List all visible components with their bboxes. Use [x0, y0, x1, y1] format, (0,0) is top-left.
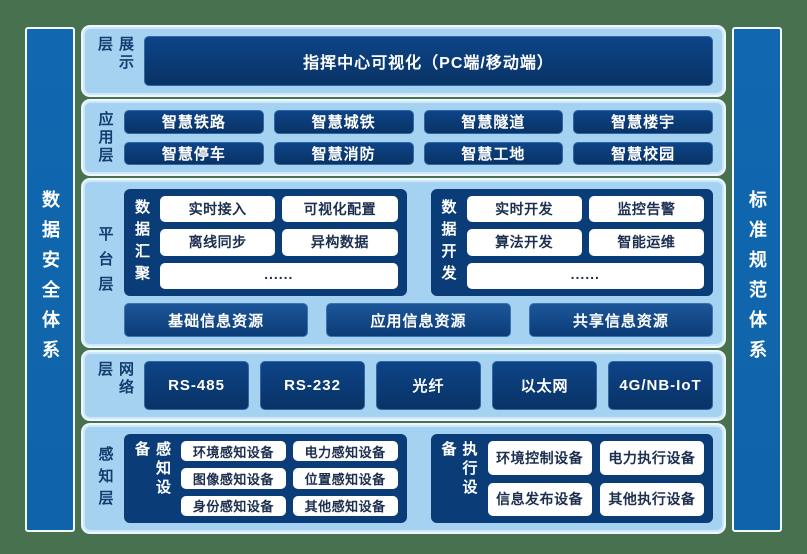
application-box: 智慧消防 [273, 141, 414, 165]
application-box: 智慧城铁 [273, 110, 414, 134]
layer-perception: 感知层 感知设备 环境感知设备 电力感知设备 图像感知设备 位置感知设备 身份感… [83, 425, 724, 532]
group-sensing-devices: 感知设备 环境感知设备 电力感知设备 图像感知设备 位置感知设备 身份感知设备 … [124, 434, 407, 523]
layer-network-label: 网络层 [96, 361, 134, 397]
platform-chip: 可视化配置 [282, 196, 398, 223]
network-box: RS-485 [144, 361, 249, 410]
layer-application: 应用层 智慧铁路 智慧城铁 智慧隧道 智慧楼宇 智慧停车 智慧消防 智慧工地 智… [83, 101, 724, 174]
device-chip: 图像感知设备 [181, 468, 286, 489]
ellipsis-text: ...... [264, 265, 294, 282]
group-sensing-devices-label: 感知设备 [133, 441, 171, 498]
group-data-development-label: 数据开发 [439, 198, 457, 287]
network-box: 光纤 [376, 361, 481, 410]
perception-groups: 感知设备 环境感知设备 电力感知设备 图像感知设备 位置感知设备 身份感知设备 … [124, 434, 713, 523]
command-center-visualization-box: 指挥中心可视化（PC端/移动端） [144, 36, 713, 86]
layer-display: 展示层 指挥中心可视化（PC端/移动端） [83, 27, 724, 95]
layer-perception-label: 感知层 [96, 445, 114, 512]
platform-chip: 实时接入 [160, 196, 276, 223]
device-chip: 身份感知设备 [181, 495, 286, 516]
network-box: RS-232 [260, 361, 365, 410]
layer-platform-label: 平台层 [96, 225, 114, 301]
layer-platform-content: 数据汇聚 实时接入 可视化配置 离线同步 异构数据 ...... 数据开发 [124, 189, 713, 337]
group-execution-devices: 执行设备 环境控制设备 电力执行设备 信息发布设备 其他执行设备 [430, 434, 713, 523]
layer-platform: 平台层 数据汇聚 实时接入 可视化配置 离线同步 异构数据 ...... [83, 180, 724, 346]
application-box: 智慧工地 [423, 141, 564, 165]
group-sensing-devices-grid: 环境感知设备 电力感知设备 图像感知设备 位置感知设备 身份感知设备 其他感知设… [181, 441, 398, 516]
platform-stack: 数据汇聚 实时接入 可视化配置 离线同步 异构数据 ...... 数据开发 [124, 189, 713, 337]
application-box: 智慧楼宇 [573, 110, 713, 134]
device-chip: 位置感知设备 [292, 468, 398, 489]
layer-network: 网络层 RS-485 RS-232 光纤 以太网 4G/NB-IoT [83, 352, 724, 419]
layer-display-label: 展示层 [96, 36, 134, 72]
group-execution-devices-grid: 环境控制设备 电力执行设备 信息发布设备 其他执行设备 [487, 441, 704, 516]
application-box: 智慧铁路 [124, 110, 264, 134]
application-box: 智慧隧道 [423, 110, 564, 134]
group-data-aggregation-label: 数据汇聚 [133, 198, 150, 287]
resource-box: 共享信息资源 [528, 303, 713, 337]
device-chip: 其他感知设备 [292, 495, 398, 516]
group-data-development: 数据开发 实时开发 监控告警 算法开发 智能运维 ...... [430, 189, 713, 296]
platform-chip: 智能运维 [588, 229, 704, 256]
platform-more-chip: ...... [160, 262, 398, 289]
platform-chip: 异构数据 [282, 229, 398, 256]
information-resources-row: 基础信息资源 应用信息资源 共享信息资源 [124, 303, 713, 337]
pillar-standards-label: 标准规范体系 [747, 189, 767, 370]
device-chip: 环境控制设备 [487, 441, 592, 475]
network-box: 4G/NB-IoT [608, 361, 713, 410]
network-grid: RS-485 RS-232 光纤 以太网 4G/NB-IoT [144, 361, 713, 410]
layers-column: 展示层 指挥中心可视化（PC端/移动端） 应用层 智慧铁路 智慧城铁 智慧隧道 … [83, 27, 724, 532]
network-box: 以太网 [492, 361, 597, 410]
application-box: 智慧校园 [573, 141, 713, 165]
application-box: 智慧停车 [124, 141, 264, 165]
platform-chip: 离线同步 [160, 229, 276, 256]
application-grid: 智慧铁路 智慧城铁 智慧隧道 智慧楼宇 智慧停车 智慧消防 智慧工地 智慧校园 [124, 110, 713, 165]
layer-perception-content: 感知设备 环境感知设备 电力感知设备 图像感知设备 位置感知设备 身份感知设备 … [124, 434, 713, 523]
resource-box: 应用信息资源 [326, 303, 511, 337]
platform-chip: 算法开发 [466, 229, 582, 256]
layer-display-content: 指挥中心可视化（PC端/移动端） [144, 36, 713, 86]
platform-groups: 数据汇聚 实时接入 可视化配置 离线同步 异构数据 ...... 数据开发 [124, 189, 713, 296]
device-chip: 其他执行设备 [599, 482, 704, 516]
ellipsis-text: ...... [570, 265, 600, 282]
group-data-aggregation-grid: 实时接入 可视化配置 离线同步 异构数据 ...... [160, 196, 398, 289]
resource-box: 基础信息资源 [124, 303, 309, 337]
group-execution-devices-label: 执行设备 [439, 441, 478, 498]
device-chip: 信息发布设备 [487, 482, 592, 516]
pillar-data-security: 数据安全体系 [25, 27, 75, 532]
group-data-aggregation: 数据汇聚 实时接入 可视化配置 离线同步 异构数据 ...... [124, 189, 407, 296]
device-chip: 环境感知设备 [181, 441, 286, 462]
group-data-development-grid: 实时开发 监控告警 算法开发 智能运维 ...... [466, 196, 704, 289]
pillar-data-security-label: 数据安全体系 [40, 189, 60, 370]
platform-chip: 实时开发 [466, 196, 582, 223]
layer-application-content: 智慧铁路 智慧城铁 智慧隧道 智慧楼宇 智慧停车 智慧消防 智慧工地 智慧校园 [124, 110, 713, 165]
platform-chip: 监控告警 [588, 196, 704, 223]
platform-more-chip: ...... [466, 262, 704, 289]
device-chip: 电力感知设备 [292, 441, 398, 462]
device-chip: 电力执行设备 [599, 441, 704, 475]
pillar-standards: 标准规范体系 [732, 27, 782, 532]
layer-application-label: 应用层 [96, 110, 114, 165]
layer-network-content: RS-485 RS-232 光纤 以太网 4G/NB-IoT [144, 361, 713, 410]
